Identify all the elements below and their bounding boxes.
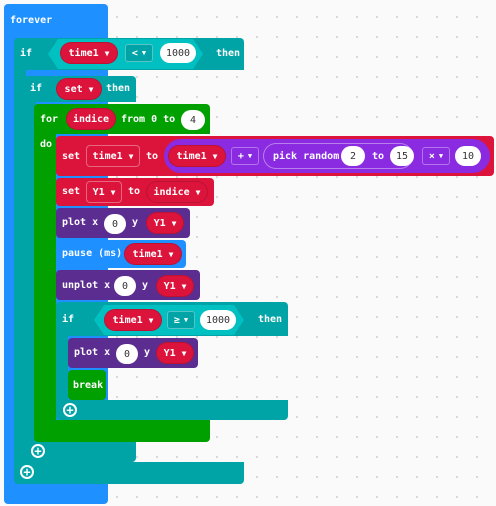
- if-label-outer: if: [20, 48, 33, 59]
- plot-x-input[interactable]: 0: [104, 214, 126, 234]
- break-label: break: [73, 380, 104, 391]
- var-time1-label: time1: [112, 314, 143, 326]
- set-label: set: [62, 186, 81, 197]
- add-else-icon[interactable]: +: [63, 403, 77, 417]
- then-label-inner: then: [106, 83, 131, 94]
- pick-random-label: pick random: [273, 151, 340, 162]
- operator-label: ≥: [173, 314, 180, 326]
- chevron-down-icon: ▼: [181, 348, 187, 358]
- operator-dropdown[interactable]: < ▼: [125, 44, 153, 62]
- if-block-third-spine: [56, 336, 68, 400]
- var-y1-label: Y1: [163, 347, 176, 359]
- var-time1-label: time1: [92, 150, 123, 162]
- if-block-third-bottom: [56, 400, 288, 420]
- if-block-inner-spine: [24, 102, 36, 442]
- forever-label: forever: [10, 15, 53, 26]
- pick-random-block[interactable]: [263, 143, 413, 169]
- plus-operator-dropdown[interactable]: + ▼: [231, 147, 259, 165]
- if-block-outer-spine: [14, 70, 26, 462]
- var-set-dropdown[interactable]: set ▼: [56, 78, 102, 100]
- var-indice-label: indice: [72, 113, 110, 125]
- plus-operator-label: +: [237, 150, 244, 162]
- chevron-down-icon: ▼: [104, 48, 110, 58]
- var-y1-dropdown[interactable]: Y1 ▼: [156, 275, 194, 297]
- chevron-down-icon: ▼: [148, 315, 154, 325]
- to-label: to: [128, 186, 141, 197]
- random-from-input[interactable]: 2: [341, 146, 365, 166]
- random-to-label: to: [372, 151, 385, 162]
- for-block-bottom: [34, 420, 210, 442]
- from-label: from 0 to: [121, 114, 176, 125]
- do-label: do: [40, 139, 53, 150]
- add-else-icon[interactable]: +: [20, 465, 34, 479]
- var-time1-dropdown[interactable]: time1 ▼: [86, 145, 140, 167]
- chevron-down-icon: ▼: [141, 49, 147, 57]
- var-time1-label: time1: [132, 248, 163, 260]
- var-time1-label: time1: [176, 150, 207, 162]
- for-block[interactable]: [34, 104, 210, 134]
- if-label-third: if: [62, 314, 75, 325]
- chevron-down-icon: ▼: [247, 152, 253, 160]
- set-label: set: [62, 151, 81, 162]
- value-input[interactable]: 1000: [160, 43, 196, 63]
- chevron-down-icon: ▼: [181, 281, 187, 291]
- var-y1-label: Y1: [163, 280, 176, 292]
- var-time1-dropdown[interactable]: time1 ▼: [124, 243, 182, 265]
- add-else-icon[interactable]: +: [31, 444, 45, 458]
- then-label-third: then: [258, 314, 283, 325]
- var-indice-dropdown[interactable]: indice ▼: [146, 181, 208, 203]
- multiply-operator-dropdown[interactable]: × ▼: [422, 147, 450, 165]
- pause-label: pause (ms): [62, 248, 123, 259]
- plot-y-label: y: [132, 217, 139, 228]
- chevron-down-icon: ▼: [438, 152, 444, 160]
- var-y1-label: Y1: [92, 186, 105, 198]
- chevron-down-icon: ▼: [195, 187, 201, 197]
- for-to-input[interactable]: 4: [181, 110, 205, 130]
- operator-label: <: [131, 47, 138, 59]
- plot-y-label: y: [144, 347, 151, 358]
- plot-x-input[interactable]: 0: [116, 344, 138, 364]
- var-time1-dropdown[interactable]: time1 ▼: [104, 309, 162, 331]
- var-time1-label: time1: [68, 47, 99, 59]
- var-indice-label: indice: [153, 186, 190, 198]
- chevron-down-icon: ▼: [212, 151, 218, 161]
- if-label-inner: if: [30, 83, 43, 94]
- chevron-down-icon: ▼: [171, 218, 177, 228]
- var-time1-dropdown[interactable]: time1 ▼: [168, 145, 226, 167]
- chevron-down-icon: ▼: [183, 316, 189, 324]
- unplot-x-input[interactable]: 0: [114, 276, 136, 296]
- var-set-label: set: [64, 83, 83, 95]
- var-y1-dropdown[interactable]: Y1 ▼: [86, 181, 122, 203]
- var-y1-dropdown[interactable]: Y1 ▼: [156, 342, 194, 364]
- break-block[interactable]: [68, 370, 106, 400]
- if-block-inner-bottom: [24, 442, 136, 462]
- var-y1-dropdown[interactable]: Y1 ▼: [146, 212, 184, 234]
- chevron-down-icon: ▼: [128, 151, 134, 161]
- var-indice-dropdown[interactable]: indice: [66, 108, 116, 130]
- unplot-y-label: y: [142, 280, 149, 291]
- chevron-down-icon: ▼: [88, 84, 94, 94]
- plot-x-label: plot x: [74, 347, 111, 358]
- multiplier-input[interactable]: 10: [455, 146, 481, 166]
- var-y1-label: Y1: [153, 217, 166, 229]
- unplot-x-label: unplot x: [62, 280, 111, 291]
- then-label-outer: then: [216, 48, 241, 59]
- random-to-input[interactable]: 15: [390, 146, 414, 166]
- to-label: to: [146, 151, 159, 162]
- operator-dropdown[interactable]: ≥ ▼: [167, 311, 195, 329]
- chevron-down-icon: ▼: [168, 249, 174, 259]
- for-block-spine: [34, 134, 56, 420]
- var-time1-dropdown[interactable]: time1 ▼: [60, 42, 118, 64]
- plot-x-label: plot x: [62, 217, 99, 228]
- if-block-outer-bottom: [14, 462, 244, 484]
- chevron-down-icon: ▼: [110, 187, 116, 197]
- for-label: for: [40, 114, 59, 125]
- value-input[interactable]: 1000: [200, 310, 236, 330]
- multiply-operator-label: ×: [428, 150, 435, 162]
